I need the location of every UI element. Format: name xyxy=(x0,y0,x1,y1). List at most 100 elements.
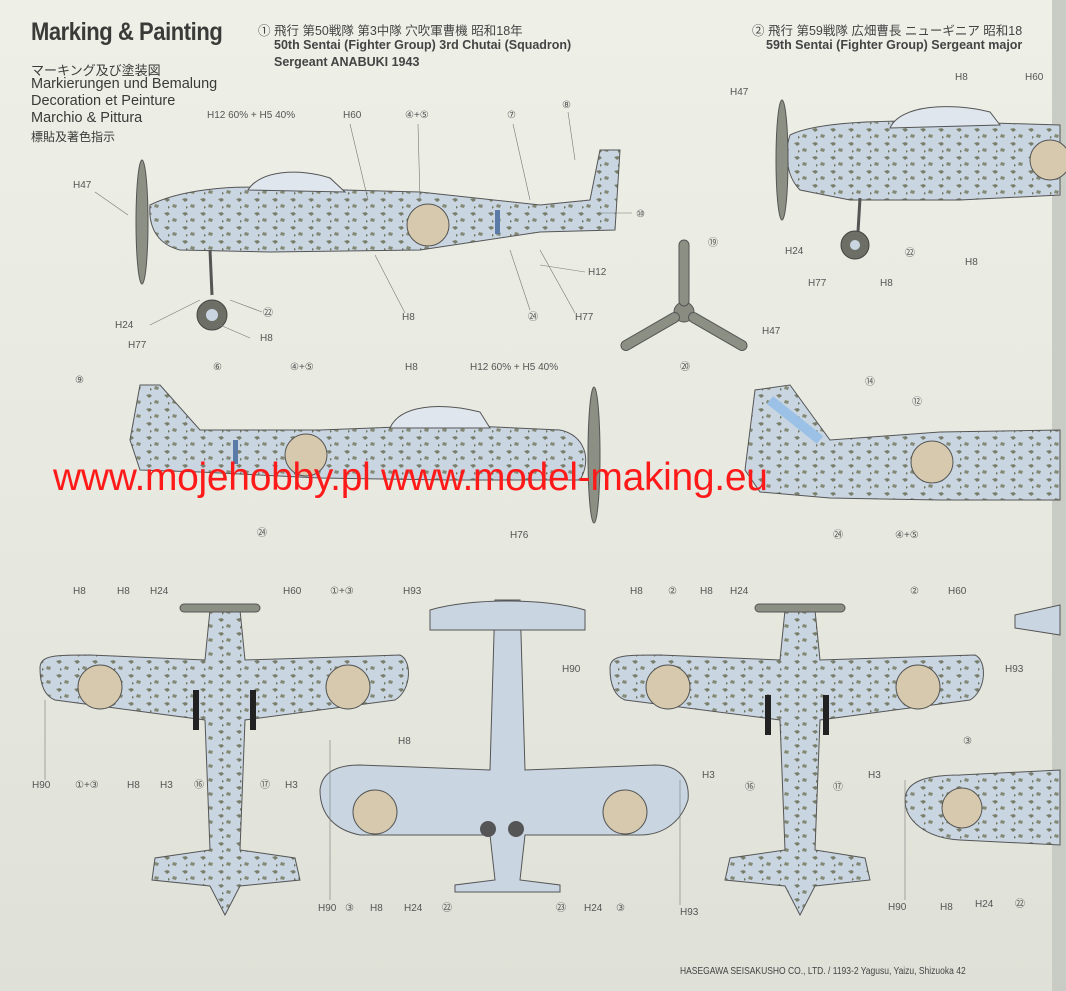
callout-1-3: ①+③ xyxy=(330,586,354,597)
callout-6: ⑥ xyxy=(213,362,222,373)
label-h60-2: H60 xyxy=(1025,72,1044,83)
label-h77-1: H77 xyxy=(575,312,594,323)
label-h77-3: H77 xyxy=(808,278,827,289)
callout-9: ⑨ xyxy=(75,375,84,386)
callout-14: ⑭ xyxy=(865,376,875,388)
subtitle-jp: マーキング及び塗装図 xyxy=(31,63,161,78)
label-h8-13: H8 xyxy=(370,903,383,914)
label-h24-2: H24 xyxy=(785,246,804,257)
label-h90-4: H90 xyxy=(888,902,907,913)
callout-16-1: ⑯ xyxy=(194,779,204,791)
label-h3-3: H3 xyxy=(160,780,173,791)
label-h12-1: H12 xyxy=(588,267,607,278)
paint-callouts: H12 60% + H5 40% H60 ④+⑤ ⑦ ⑧ H47 ⑩ H12 ㉒… xyxy=(32,72,1044,918)
callout-12: ⑫ xyxy=(912,396,922,408)
footer-publisher: HASEGAWA SEISAKUSHO CO., LTD. / 1193-2 Y… xyxy=(680,966,966,977)
caption-1-jp: ① 飛行 第50戦隊 第3中隊 穴吹軍曹機 昭和18年 xyxy=(258,24,523,38)
label-h8-7: H8 xyxy=(73,586,86,597)
label-h93-1: H93 xyxy=(403,586,422,597)
callout-10: ⑩ xyxy=(636,209,645,220)
aircraft-1-left-side-view xyxy=(129,384,601,524)
label-h24-5: H24 xyxy=(404,903,423,914)
callout-16-2: ⑯ xyxy=(745,781,755,793)
label-h24-4: H24 xyxy=(730,586,749,597)
label-h90-1: H90 xyxy=(562,664,581,675)
callout-19: ⑲ xyxy=(708,237,718,249)
callout-23: ㉓ xyxy=(556,902,566,914)
label-h90-3: H90 xyxy=(318,903,337,914)
label-mix-1: H12 60% + H5 40% xyxy=(207,110,295,121)
caption-1-pilot: Sergeant ANABUKI 1943 xyxy=(274,55,420,69)
aircraft-3-partial-top-view xyxy=(904,604,1061,846)
aircraft-2-left-side-view xyxy=(744,384,1061,501)
label-h8-4: H8 xyxy=(965,257,978,268)
label-h90-2: H90 xyxy=(32,780,51,791)
label-mix-2: H12 60% + H5 40% xyxy=(470,362,558,373)
label-h60-1: H60 xyxy=(343,110,362,121)
aircraft-1-side-view xyxy=(135,149,621,331)
watermark: www.mojehobby.pl www.model-making.eu xyxy=(53,456,768,499)
callout-17-1: ⑰ xyxy=(260,779,270,791)
label-h3-2: H3 xyxy=(868,770,881,781)
subtitle-fr: Decoration et Peinture xyxy=(31,93,176,109)
label-h8-2: H8 xyxy=(260,333,273,344)
label-h8-9: H8 xyxy=(630,586,643,597)
aircraft-underside-view xyxy=(319,599,689,893)
subtitle-de: Markierungen und Bemalung xyxy=(31,76,218,92)
label-h76: H76 xyxy=(510,530,529,541)
callout-8: ⑧ xyxy=(562,100,571,111)
callout-22-1: ㉒ xyxy=(263,307,273,319)
label-h47-2: H47 xyxy=(762,326,781,337)
label-h24-3: H24 xyxy=(150,586,169,597)
caption-2-jp: ② 飛行 第59戦隊 広畑曹長 ニューギニア 昭和18 xyxy=(752,24,1023,38)
label-h8-14: H8 xyxy=(940,902,953,913)
label-h8-12: H8 xyxy=(127,780,140,791)
label-h24-7: H24 xyxy=(975,899,994,910)
propeller xyxy=(620,239,748,351)
label-h3-1: H3 xyxy=(702,770,715,781)
callout-22-2: ㉒ xyxy=(905,247,915,259)
label-h24-1: H24 xyxy=(115,320,134,331)
callout-24-2: ㉔ xyxy=(257,527,267,539)
label-h93-3: H93 xyxy=(680,907,699,918)
label-h8-10: H8 xyxy=(700,586,713,597)
label-h60-3: H60 xyxy=(283,586,302,597)
label-h8-6: H8 xyxy=(405,362,418,373)
label-h8-8: H8 xyxy=(117,586,130,597)
caption-2-unit: 59th Sentai (Fighter Group) Sergeant maj… xyxy=(766,38,1023,52)
callout-20: ⑳ xyxy=(680,361,690,373)
callout-22-4: ㉒ xyxy=(1015,898,1025,910)
label-h24-6: H24 xyxy=(584,903,603,914)
callout-22-3: ㉒ xyxy=(442,902,452,914)
label-h3-4: H3 xyxy=(285,780,298,791)
label-h77-2: H77 xyxy=(128,340,147,351)
label-h60-4: H60 xyxy=(948,586,967,597)
subtitle-it: Marchio & Pittura xyxy=(31,110,143,126)
label-h8-11: H8 xyxy=(398,736,411,747)
callout-17-2: ⑰ xyxy=(833,781,843,793)
callout-3-2: ③ xyxy=(345,903,354,914)
subtitle-cn: 標貼及著色指示 xyxy=(31,130,116,144)
callout-1-3-2: ①+③ xyxy=(75,780,99,791)
callout-3-3: ③ xyxy=(616,903,625,914)
callout-24-3: ㉔ xyxy=(833,529,843,541)
aircraft-1-top-view xyxy=(39,603,409,917)
callout-4-5-2: ④+⑤ xyxy=(290,362,314,373)
label-h8-5: H8 xyxy=(880,278,893,289)
callout-7: ⑦ xyxy=(507,110,516,121)
aircraft-2-side-view xyxy=(775,99,1066,260)
callout-4-5-3: ④+⑤ xyxy=(895,530,919,541)
label-h47-3: H47 xyxy=(730,87,749,98)
leader-lines xyxy=(44,111,906,905)
callout-2-2: ② xyxy=(910,586,919,597)
label-h8-1: H8 xyxy=(402,312,415,323)
aircraft-2-top-view xyxy=(609,603,984,917)
caption-1-unit: 50th Sentai (Fighter Group) 3rd Chutai (… xyxy=(274,38,572,52)
callout-3-1: ③ xyxy=(963,736,972,747)
page-title: Marking & Painting xyxy=(31,18,223,46)
label-h8-3: H8 xyxy=(955,72,968,83)
label-h93-2: H93 xyxy=(1005,664,1024,675)
label-h47-1: H47 xyxy=(73,180,92,191)
callout-4-5: ④+⑤ xyxy=(405,110,429,121)
